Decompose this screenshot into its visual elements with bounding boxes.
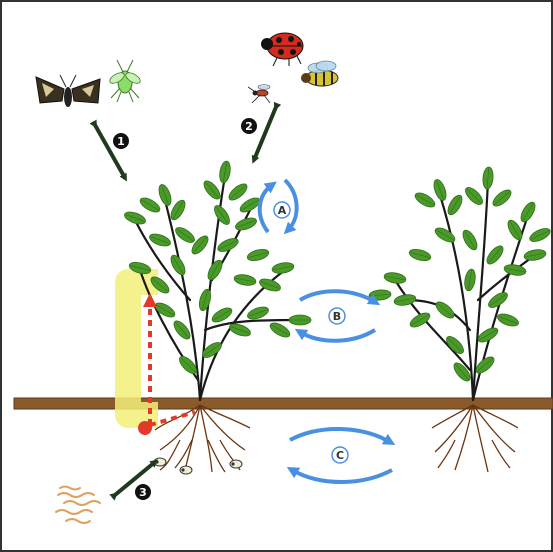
signal-origin-dot <box>138 421 152 435</box>
marker-b: B <box>329 308 345 324</box>
marker-a: A <box>274 202 290 218</box>
marker-c: C <box>332 447 348 463</box>
svg-text:3: 3 <box>139 486 147 499</box>
marker-1: 1 <box>113 133 129 149</box>
svg-text:C: C <box>336 449 344 462</box>
svg-text:2: 2 <box>245 120 253 133</box>
marker-2: 2 <box>241 118 257 134</box>
svg-text:1: 1 <box>117 135 125 148</box>
marker-3: 3 <box>135 484 151 500</box>
svg-text:B: B <box>333 310 341 323</box>
svg-text:A: A <box>278 204 287 217</box>
